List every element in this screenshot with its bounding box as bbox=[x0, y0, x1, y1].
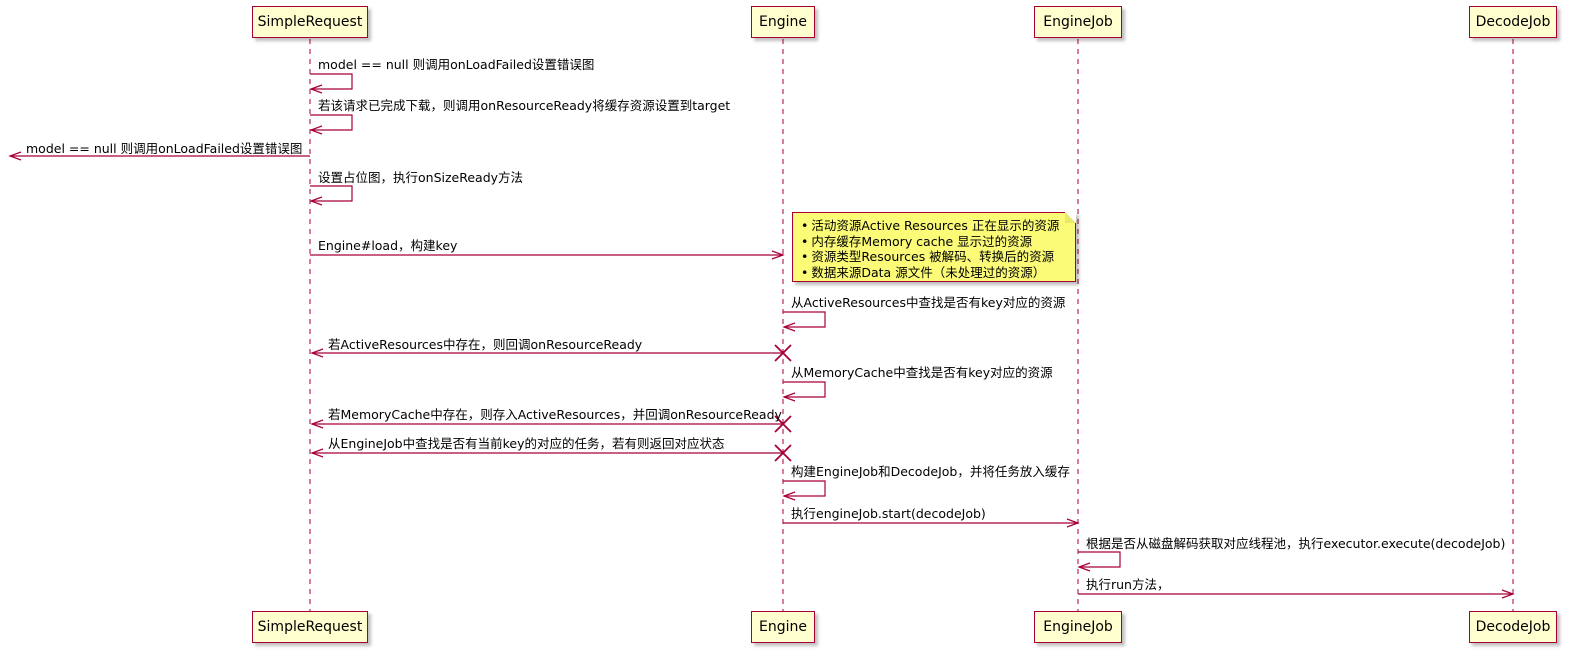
note-item: 数据来源Data 源文件（未处理过的资源） bbox=[801, 265, 1067, 281]
note-item: 内存缓存Memory cache 显示过的资源 bbox=[801, 234, 1067, 250]
arrow-head bbox=[782, 392, 796, 402]
arrow-head bbox=[310, 419, 324, 429]
message-arrow-6 bbox=[783, 311, 826, 328]
participant-engine-job-bottom: EngineJob bbox=[1034, 611, 1122, 643]
message-label-3: model == null 则调用onLoadFailed设置错误图 bbox=[26, 141, 303, 156]
note-item: 资源类型Resources 被解码、转换后的资源 bbox=[801, 249, 1067, 265]
arrow-head bbox=[782, 491, 796, 501]
participant-decode-job-bottom: DecodeJob bbox=[1469, 611, 1557, 643]
participant-engine-bottom: Engine bbox=[751, 611, 815, 643]
message-label-4: 设置占位图，执行onSizeReady方法 bbox=[318, 170, 524, 185]
message-arrow-2 bbox=[310, 114, 353, 131]
destroy-marker bbox=[774, 444, 792, 462]
destroy-marker bbox=[774, 415, 792, 433]
arrow-head bbox=[309, 196, 323, 206]
participant-engine-top: Engine bbox=[751, 6, 815, 38]
message-label-9: 若MemoryCache中存在，则存入ActiveResources，并回调on… bbox=[328, 407, 782, 422]
message-label-13: 根据是否从磁盘解码获取对应线程池，执行executor.execute(deco… bbox=[1086, 536, 1506, 551]
arrow-head bbox=[310, 448, 324, 458]
message-label-14: 执行run方法， bbox=[1086, 577, 1170, 592]
participant-simple-request-bottom: SimpleRequest bbox=[252, 611, 368, 643]
arrow-head bbox=[1501, 589, 1515, 599]
message-label-8: 从MemoryCache中查找是否有key对应的资源 bbox=[791, 365, 1053, 380]
note-fold-corner bbox=[1065, 212, 1076, 223]
arrow-head bbox=[782, 322, 796, 332]
message-label-2: 若该请求已完成下载，则调用onResourceReady将缓存资源设置到targ… bbox=[318, 98, 731, 113]
destroy-marker bbox=[774, 344, 792, 362]
arrow-head bbox=[1077, 562, 1091, 572]
arrow-head bbox=[310, 348, 324, 358]
arrow-head bbox=[309, 84, 323, 94]
message-label-12: 执行engineJob.start(decodeJob) bbox=[791, 506, 986, 521]
message-label-7: 若ActiveResources中存在，则回调onResourceReady bbox=[328, 337, 643, 352]
arrow-head bbox=[771, 250, 785, 260]
message-arrow-1 bbox=[310, 73, 353, 90]
participant-decode-job-top: DecodeJob bbox=[1469, 6, 1557, 38]
note-cache-types: 活动资源Active Resources 正在显示的资源 内存缓存Memory … bbox=[792, 212, 1076, 282]
message-label-10: 从EngineJob中查找是否有当前key的对应的任务，若有则返回对应状态 bbox=[328, 436, 725, 451]
participant-simple-request-top: SimpleRequest bbox=[252, 6, 368, 38]
arrow-head bbox=[309, 125, 323, 135]
message-label-11: 构建EngineJob和DecodeJob，并将任务放入缓存 bbox=[791, 464, 1070, 479]
message-arrow-4 bbox=[310, 185, 353, 202]
arrow-head bbox=[1066, 518, 1080, 528]
arrow-head bbox=[8, 151, 22, 161]
message-label-1: model == null 则调用onLoadFailed设置错误图 bbox=[318, 57, 595, 72]
participant-engine-job-top: EngineJob bbox=[1034, 6, 1122, 38]
message-label-5: Engine#load，构建key bbox=[318, 238, 458, 253]
message-arrow-11 bbox=[783, 480, 826, 497]
message-arrow-8 bbox=[783, 381, 826, 398]
message-arrow-13 bbox=[1078, 551, 1121, 568]
message-label-6: 从ActiveResources中查找是否有key对应的资源 bbox=[791, 295, 1066, 310]
note-item: 活动资源Active Resources 正在显示的资源 bbox=[801, 218, 1067, 234]
